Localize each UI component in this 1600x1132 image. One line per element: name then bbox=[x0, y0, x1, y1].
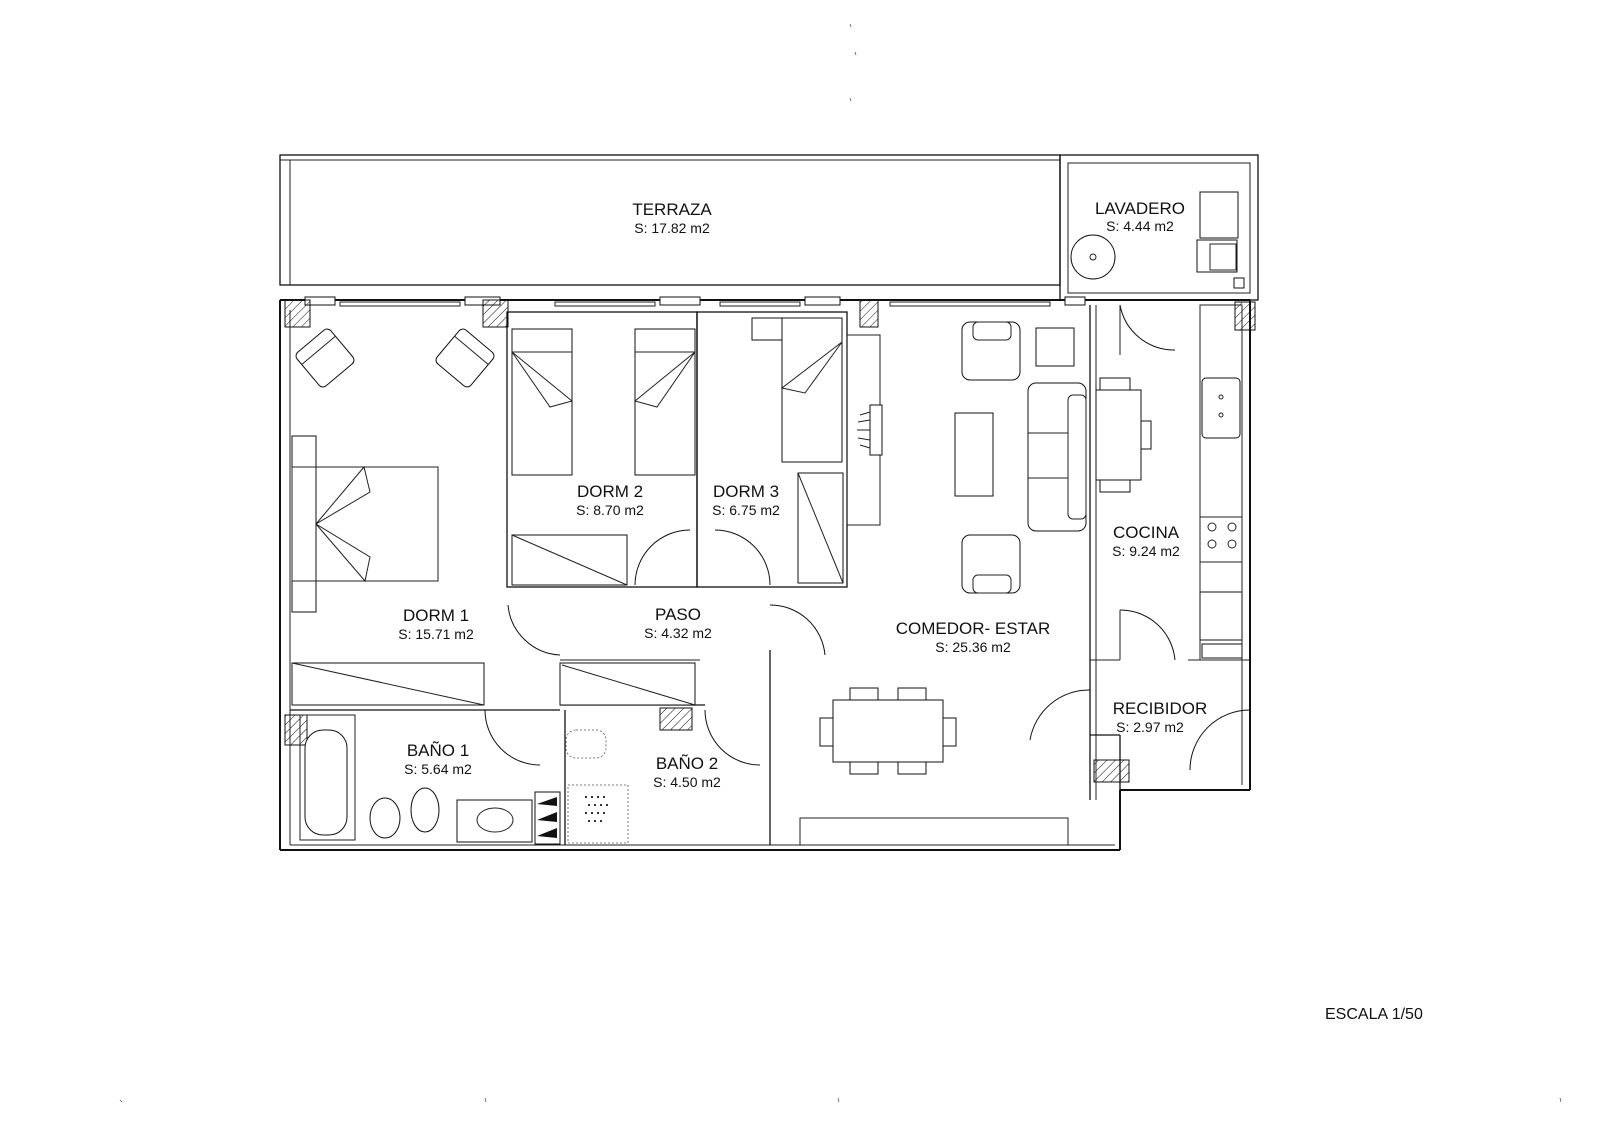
room-name: TERRAZA bbox=[632, 200, 712, 219]
armchair-icon bbox=[295, 328, 355, 388]
kitchen-table-icon bbox=[1095, 389, 1142, 481]
washbasin-icon bbox=[565, 729, 607, 759]
page-marks bbox=[119, 23, 1562, 1103]
door-swing-icon bbox=[1119, 609, 1176, 661]
room-label-recibidor: RECIBIDOR S: 2.97 m2 bbox=[1113, 699, 1207, 735]
doors bbox=[484, 304, 1251, 771]
dorm3-furniture bbox=[751, 317, 881, 584]
scale-label: ESCALA 1/50 bbox=[1325, 1006, 1423, 1023]
sideboard-icon bbox=[799, 817, 1069, 846]
room-name: COCINA bbox=[1113, 523, 1180, 542]
shower-tray-icon bbox=[567, 784, 629, 844]
room-label-bano1: BAÑO 1 S: 5.64 m2 bbox=[404, 741, 472, 777]
room-area: S: 25.36 m2 bbox=[935, 639, 1011, 655]
facade-windows bbox=[304, 296, 1086, 307]
room-area: S: 4.50 m2 bbox=[653, 774, 721, 790]
door-swing-icon bbox=[507, 604, 561, 656]
room-label-cocina: COCINA S: 9.24 m2 bbox=[1112, 523, 1180, 559]
washbasin-icon bbox=[456, 799, 533, 843]
boiler-icon bbox=[1201, 643, 1243, 659]
room-name: DORM 2 bbox=[577, 482, 643, 501]
radiator-icon bbox=[857, 404, 883, 456]
room-name: PASO bbox=[655, 605, 701, 624]
structural-pillars bbox=[284, 299, 1256, 783]
room-name: RECIBIDOR bbox=[1113, 699, 1207, 718]
door-swing-icon bbox=[769, 604, 826, 656]
living-furniture bbox=[799, 321, 1087, 846]
room-area: S: 2.97 m2 bbox=[1116, 719, 1184, 735]
room-label-terraza: TERRAZA S: 17.82 m2 bbox=[632, 200, 712, 236]
room-name: BAÑO 1 bbox=[407, 741, 469, 760]
dorm1-furniture bbox=[291, 328, 495, 706]
room-name: COMEDOR- ESTAR bbox=[896, 619, 1051, 638]
room-label-dorm3: DORM 3 S: 6.75 m2 bbox=[712, 482, 780, 518]
door-swing-icon bbox=[714, 529, 771, 586]
door-swing-icon bbox=[634, 529, 691, 586]
room-name: DORM 3 bbox=[713, 482, 779, 501]
room-area: S: 15.71 m2 bbox=[398, 626, 474, 642]
headboard-icon bbox=[291, 435, 317, 613]
room-label-dorm2: DORM 2 S: 8.70 m2 bbox=[576, 482, 644, 518]
room-area: S: 4.44 m2 bbox=[1106, 218, 1174, 234]
dorm2-furniture bbox=[511, 328, 696, 586]
room-area: S: 5.64 m2 bbox=[404, 761, 472, 777]
kitchen-furniture bbox=[1095, 304, 1243, 661]
door-swing-icon bbox=[484, 709, 541, 766]
room-area: S: 8.70 m2 bbox=[576, 502, 644, 518]
kitchen-sink-icon bbox=[1201, 377, 1241, 439]
room-label-dorm1: DORM 1 S: 15.71 m2 bbox=[398, 606, 474, 642]
cooktop-icon bbox=[1199, 516, 1243, 563]
laundry-sink-icon bbox=[1199, 191, 1239, 239]
coffee-table-icon bbox=[954, 412, 994, 497]
room-name: LAVADERO bbox=[1095, 199, 1185, 218]
door-swing-icon bbox=[1029, 689, 1091, 741]
room-label-bano2: BAÑO 2 S: 4.50 m2 bbox=[653, 754, 721, 790]
toilet-icon bbox=[410, 787, 440, 833]
exterior-walls bbox=[279, 299, 1251, 851]
bano1-fixtures bbox=[299, 714, 561, 845]
room-area: S: 6.75 m2 bbox=[712, 502, 780, 518]
dining-table-icon bbox=[832, 699, 944, 763]
bano2-fixtures bbox=[559, 662, 696, 844]
bathtub-icon bbox=[304, 729, 348, 836]
room-area: S: 17.82 m2 bbox=[634, 220, 710, 236]
room-name: BAÑO 2 bbox=[656, 754, 718, 773]
single-bed-icon bbox=[634, 328, 696, 476]
single-bed-icon bbox=[511, 328, 573, 476]
door-swing-icon bbox=[1119, 304, 1176, 351]
sofa-icon bbox=[1027, 382, 1087, 532]
washing-machine-icon bbox=[1070, 234, 1116, 280]
door-swing-icon bbox=[704, 709, 761, 766]
room-label-comedor: COMEDOR- ESTAR S: 25.36 m2 bbox=[896, 619, 1051, 655]
armchair-icon bbox=[435, 328, 495, 388]
room-label-lavadero: LAVADERO S: 4.44 m2 bbox=[1095, 199, 1185, 234]
room-area: S: 9.24 m2 bbox=[1112, 543, 1180, 559]
room-area: S: 4.32 m2 bbox=[644, 625, 712, 641]
side-table-icon bbox=[1035, 327, 1075, 367]
bidet-icon bbox=[369, 797, 401, 839]
lavadero-area bbox=[1059, 154, 1259, 301]
fridge-icon bbox=[1199, 591, 1243, 641]
entrance-door-icon bbox=[1189, 709, 1251, 771]
room-name: DORM 1 bbox=[403, 606, 469, 625]
room-label-paso: PASO S: 4.32 m2 bbox=[644, 605, 712, 641]
kitchen-counter-icon bbox=[1199, 304, 1243, 661]
